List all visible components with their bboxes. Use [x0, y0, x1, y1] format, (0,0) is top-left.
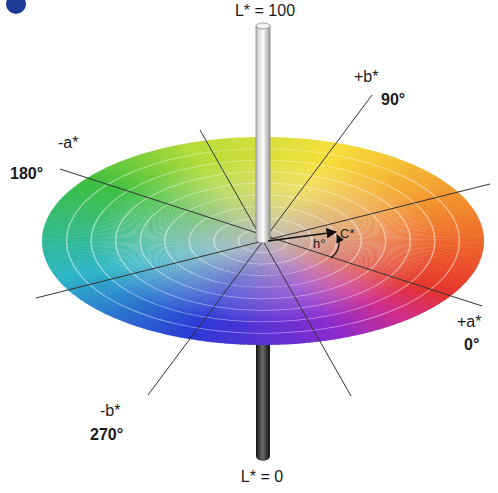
- axis-label: -b*: [100, 402, 120, 420]
- axis-label: L* = 0: [241, 468, 283, 486]
- chroma-arrow: [268, 232, 336, 241]
- lightness-axis-dark: [256, 330, 270, 461]
- axis-label: -a*: [58, 134, 78, 152]
- axis-label: L* = 100: [235, 2, 295, 20]
- cylinder-cap: [256, 23, 270, 29]
- axis-label: +a*: [457, 313, 481, 331]
- angle-label: 90°: [381, 91, 405, 109]
- angle-label: 270°: [90, 426, 123, 444]
- hue-label: h°: [313, 237, 325, 251]
- lightness-axis-light: [256, 26, 270, 243]
- angle-label: 0°: [464, 336, 479, 354]
- angle-label: 180°: [10, 165, 43, 183]
- hue-angle-arc: [331, 235, 339, 258]
- axis-label: +b*: [354, 68, 378, 86]
- chroma-label: C*: [340, 227, 354, 241]
- panel-badge: [6, 0, 26, 14]
